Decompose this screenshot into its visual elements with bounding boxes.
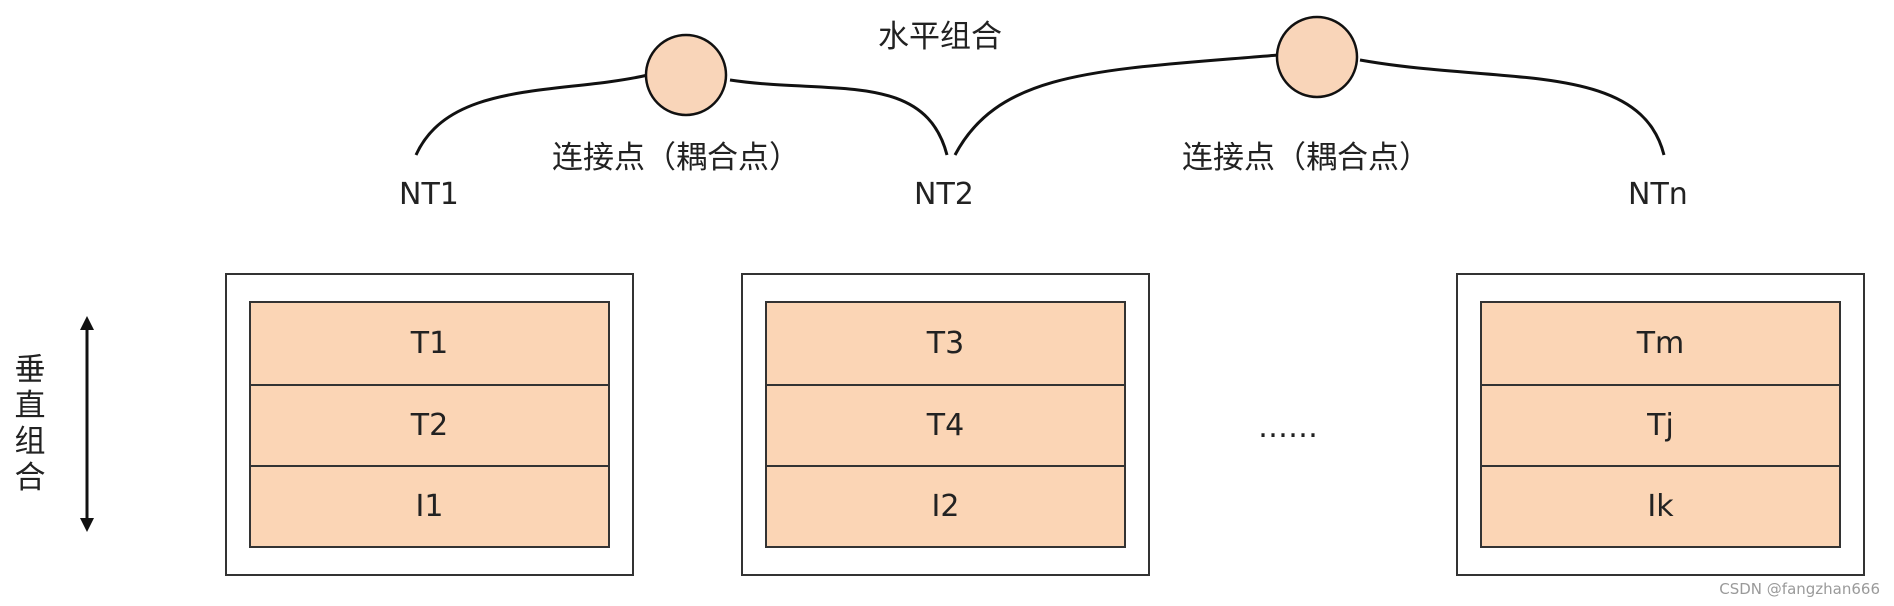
coupling-curve-left: [414, 73, 649, 156]
vertical-arrow-head-down: [80, 518, 94, 532]
component-cell: Tm: [1482, 303, 1839, 384]
component-cell: T1: [251, 303, 608, 384]
component-cell: T4: [767, 383, 1124, 465]
component-cell: T2: [251, 383, 608, 465]
connection-label-1: 连接点（耦合点）: [552, 140, 800, 176]
node-nt1: NT1: [399, 177, 459, 212]
coupling-curve-left-b: [729, 78, 949, 156]
component-stack: Tm Tj Ik: [1480, 301, 1841, 548]
coupling-curve-right-b: [1359, 58, 1666, 156]
component-group-2: T3 T4 I2: [741, 273, 1150, 576]
watermark: CSDN @fangzhan666: [1719, 580, 1880, 598]
component-cell: Tj: [1482, 383, 1839, 465]
component-stack: T3 T4 I2: [765, 301, 1126, 548]
node-nt2: NT2: [914, 177, 974, 212]
component-group-1: T1 T2 I1: [225, 273, 634, 576]
node-ntn: NTn: [1628, 177, 1688, 212]
component-cell: I2: [767, 464, 1124, 546]
vertical-combination-label: 垂 直 组 合: [14, 352, 46, 496]
coupling-curve-right: [953, 53, 1279, 156]
coupling-point-1: [644, 33, 728, 117]
component-cell: Ik: [1482, 464, 1839, 546]
component-stack: T1 T2 I1: [249, 301, 610, 548]
component-cell: T3: [767, 303, 1124, 384]
vertical-arrow-head-up: [80, 316, 94, 330]
connection-label-2: 连接点（耦合点）: [1182, 140, 1430, 176]
component-cell: I1: [251, 464, 608, 546]
ellipsis: ……: [1258, 410, 1318, 445]
component-group-3: Tm Tj Ik: [1456, 273, 1865, 576]
horizontal-combination-label: 水平组合: [878, 19, 1002, 55]
coupling-point-2: [1275, 15, 1359, 99]
